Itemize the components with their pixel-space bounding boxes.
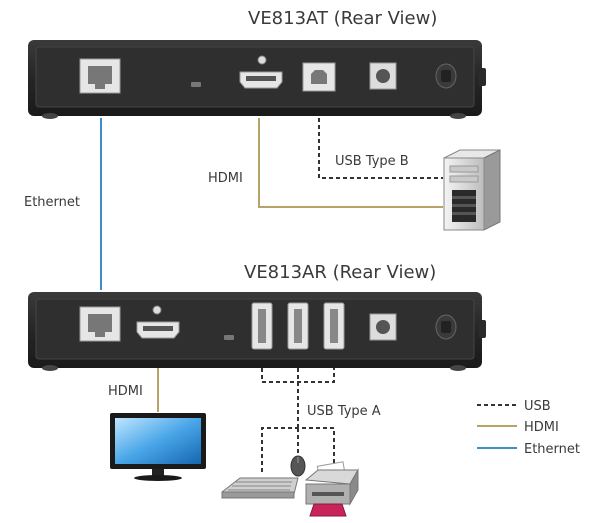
legend-label: HDMI — [524, 420, 559, 435]
legend-item-ethernet: Ethernet — [477, 442, 580, 457]
hdmi-label-top: HDMI — [208, 171, 243, 186]
legend-label: Ethernet — [524, 442, 580, 457]
status-led-icon — [224, 335, 234, 340]
status-led-icon — [191, 82, 201, 87]
receiver-title: VE813AR (Rear View) — [244, 262, 436, 283]
power-switch-icon — [435, 63, 457, 89]
usb-a-port-icon — [251, 302, 273, 350]
legend-item-usb: USB — [477, 399, 551, 414]
power-jack-icon — [369, 313, 397, 341]
hdmi-port-icon — [136, 321, 180, 339]
printer-icon — [304, 461, 359, 517]
rj45-port-icon — [79, 58, 121, 94]
ethernet-label: Ethernet — [24, 195, 80, 210]
legend-item-hdmi: HDMI — [477, 420, 559, 435]
mouse-icon — [290, 455, 306, 477]
transmitter-device — [28, 40, 486, 119]
power-switch-icon — [435, 314, 457, 340]
screw-icon — [257, 55, 267, 65]
computer-tower-icon — [443, 149, 501, 231]
usb-a-cables — [261, 368, 335, 472]
legend: USB HDMI Ethernet — [477, 399, 580, 457]
transmitter-title: VE813AT (Rear View) — [248, 8, 437, 29]
hdmi-port-icon — [239, 71, 283, 89]
rj45-port-icon — [79, 306, 121, 342]
usb-type-b-label: USB Type B — [335, 154, 409, 169]
usb-b-port-icon — [302, 62, 336, 92]
usb-type-a-label: USB Type A — [307, 404, 381, 419]
keyboard-icon — [221, 477, 299, 499]
usb-a-port-icon — [323, 302, 345, 350]
hdmi-label-bottom: HDMI — [108, 384, 143, 399]
monitor-icon — [110, 413, 206, 481]
power-jack-icon — [369, 62, 397, 90]
usb-b-cable — [318, 118, 443, 179]
screw-icon — [152, 305, 162, 315]
hdmi-cable-transmitter — [258, 118, 443, 208]
receiver-device — [28, 292, 486, 371]
usb-a-port-icon — [287, 302, 309, 350]
legend-label: USB — [524, 399, 551, 414]
